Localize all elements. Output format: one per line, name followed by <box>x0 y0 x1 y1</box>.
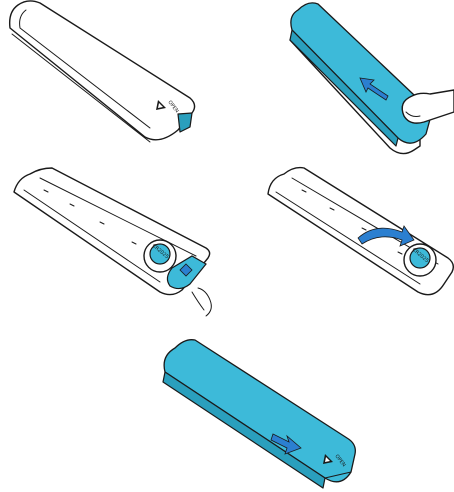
step-1-remote-closed: OPEN <box>0 0 210 145</box>
open-tab-icon <box>178 113 192 132</box>
step-4-battery-insert: CR2025 <box>258 160 454 305</box>
step-3-battery-remove: CR2025 <box>0 160 230 330</box>
step-5-cover-slide-closed: OPEN <box>155 338 365 492</box>
hand-icon <box>192 288 211 316</box>
step-2-cover-slide-open <box>280 0 454 160</box>
